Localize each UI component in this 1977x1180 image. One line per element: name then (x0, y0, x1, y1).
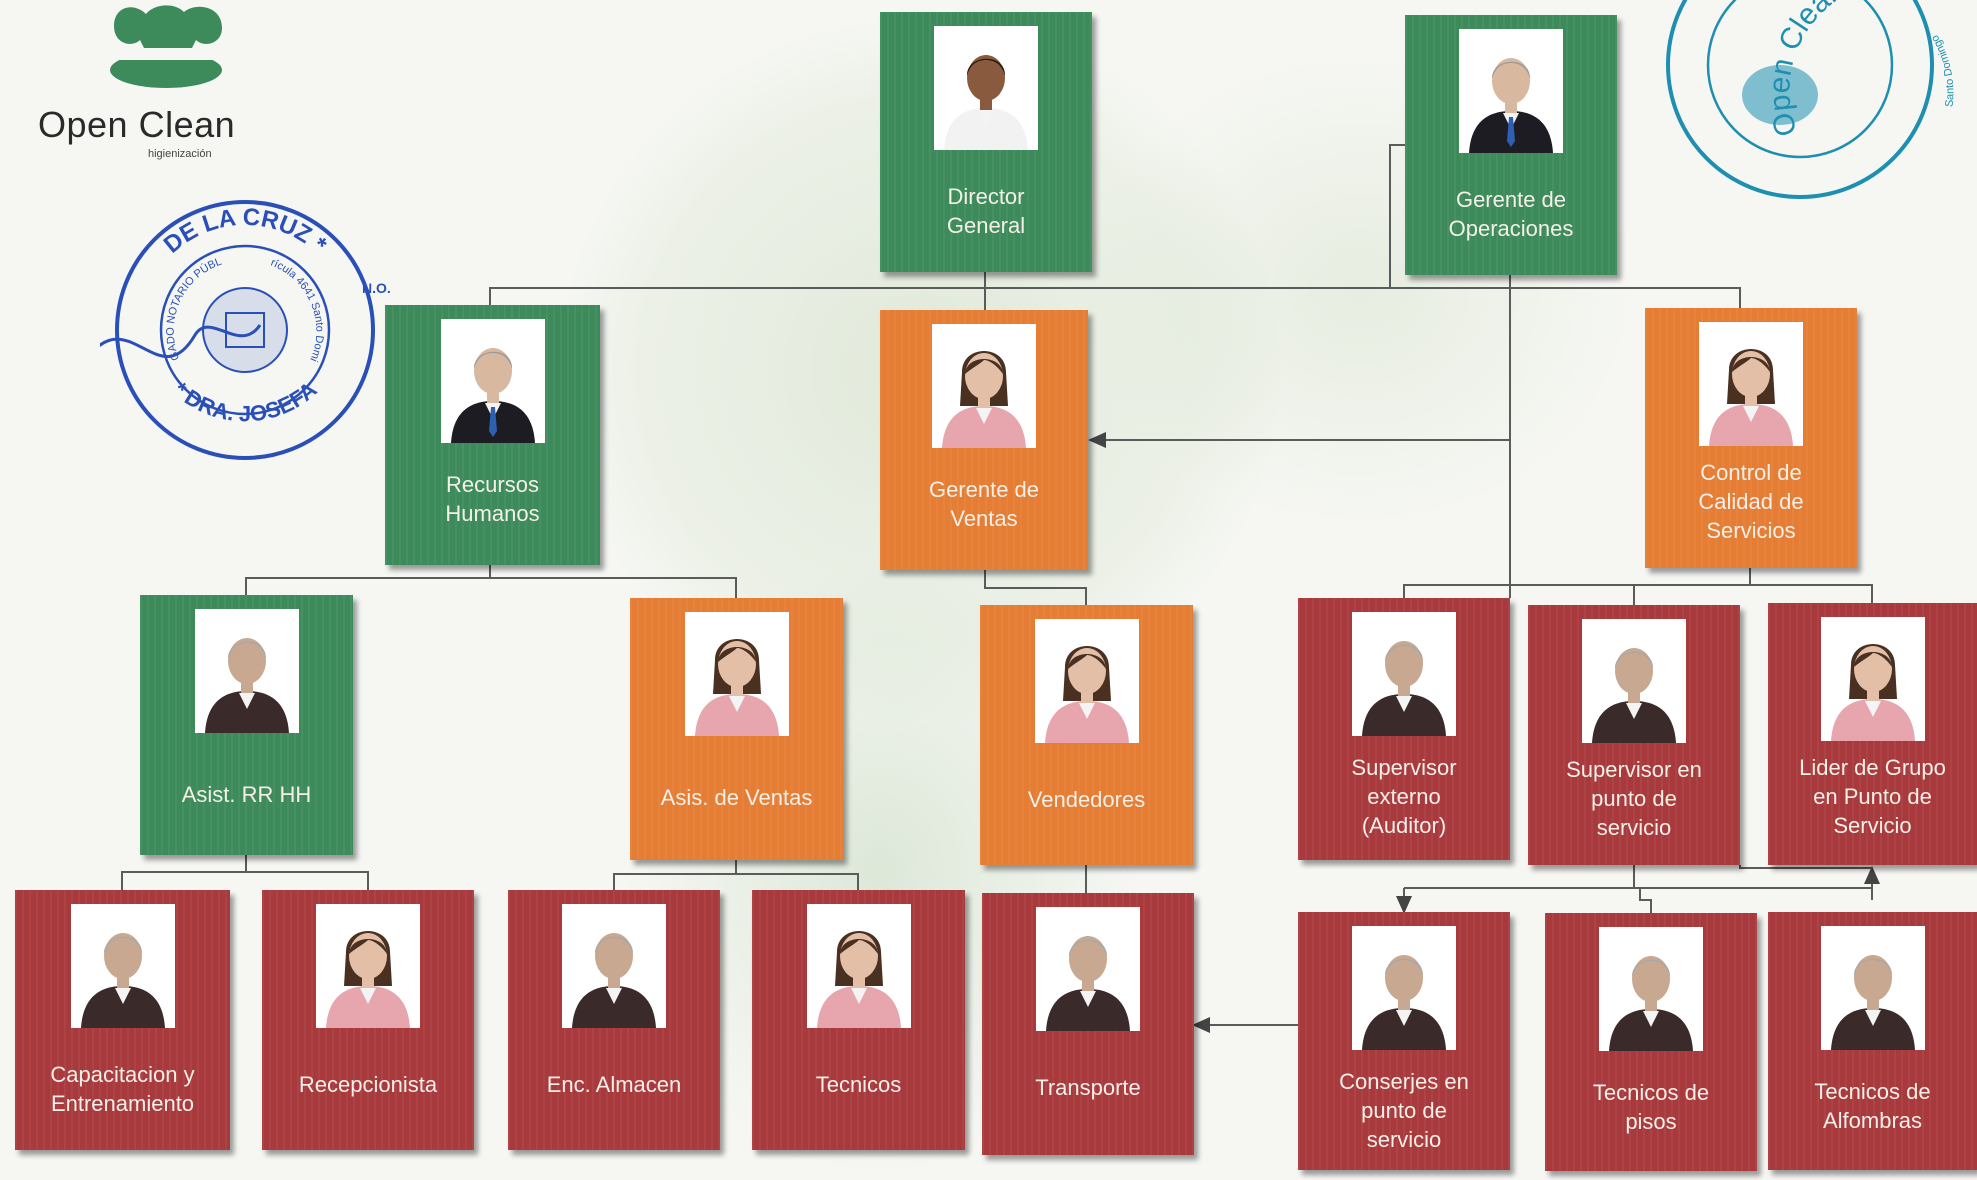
node-label: Lider de Grupo en Punto de Servicio (1799, 755, 1946, 838)
avatar-icon (70, 904, 175, 1028)
node-label: Supervisor en punto de servicio (1566, 757, 1702, 840)
node-transporte: Transporte (982, 893, 1194, 1155)
node-recepcionista: Recepcionista (262, 890, 474, 1150)
node-label: Vendedores (1027, 787, 1146, 812)
avatar-icon (1459, 29, 1563, 153)
avatar-icon (440, 319, 545, 443)
notary-seal-bottom-text: * DRA. JOSEFA (169, 376, 322, 426)
notary-seal-corner-text: N.O. (362, 280, 390, 296)
avatar-icon (1820, 617, 1925, 741)
node-enc-almacen: Enc. Almacen (508, 890, 720, 1150)
node-label: Asis. de Ventas (660, 785, 813, 810)
connector-line (1639, 888, 1652, 913)
avatar-icon (316, 904, 420, 1028)
node-label: Control de Calidad de Servicios (1698, 460, 1804, 543)
connector-line (613, 860, 737, 890)
connector-line (1750, 584, 1873, 603)
connector-line (736, 873, 859, 890)
company-seal: Open Clean Santo Domingo (1666, 0, 1956, 199)
node-label: Tecnicos de pisos (1592, 1080, 1710, 1134)
svg-text:Open Clean: Open Clean (1763, 0, 1850, 140)
connector-line (984, 570, 1087, 605)
avatar-icon (1352, 612, 1456, 736)
connector-line (1403, 568, 1751, 598)
node-supervisor-punto-servicio: Supervisor en punto de servicio (1528, 605, 1740, 865)
brand-logo (30, 0, 280, 170)
node-gerente-operaciones: Gerente de Operaciones (1405, 15, 1617, 275)
node-capacitacion: Capacitacion y Entrenamiento (15, 890, 230, 1150)
avatar-icon (1599, 927, 1703, 1051)
avatar-icon (684, 612, 789, 736)
connector-line (121, 855, 247, 890)
node-asis-ventas: Asis. de Ventas (630, 598, 843, 860)
node-vendedores: Vendedores (980, 605, 1193, 865)
brand-name: Open Clean (38, 104, 236, 145)
svg-text:* DRA. JOSEFA: * DRA. JOSEFA (169, 376, 322, 426)
connector-line (1739, 865, 1872, 869)
node-gerente-ventas: Gerente de Ventas (880, 310, 1088, 570)
node-tecnicos-pisos: Tecnicos de pisos (1545, 913, 1757, 1171)
node-conserjes: Conserjes en punto de servicio (1298, 912, 1510, 1170)
company-seal-text: Open Clean (1763, 0, 1850, 140)
node-director-general: Director General (880, 12, 1092, 272)
node-label: Gerente de Ventas (928, 477, 1040, 531)
avatar-icon (1699, 322, 1803, 446)
node-label: Tecnicos (815, 1072, 902, 1097)
node-label: Director General (946, 184, 1026, 238)
connector-line (246, 871, 369, 890)
node-label: Gerente de Operaciones (1448, 187, 1574, 241)
node-label: Conserjes en punto de servicio (1339, 1069, 1469, 1152)
node-label: Transporte (1035, 1075, 1141, 1100)
node-label: Asist. RR HH (181, 782, 312, 807)
avatar-icon (562, 904, 666, 1028)
node-tecnicos: Tecnicos (752, 890, 965, 1150)
avatar-icon (1034, 619, 1139, 743)
node-label: Supervisor externo (Auditor) (1351, 755, 1457, 838)
node-control-calidad: Control de Calidad de Servicios (1645, 308, 1857, 568)
connector-line (1088, 288, 1511, 448)
connector-line (490, 577, 737, 598)
signature-scribble (100, 324, 262, 358)
node-recursos-humanos: Recursos Humanos (385, 305, 600, 565)
avatar-icon (1352, 926, 1456, 1050)
avatar-icon (806, 904, 911, 1028)
node-label: Enc. Almacen (546, 1072, 682, 1097)
avatar-icon (1036, 907, 1140, 1031)
node-lider-grupo: Lider de Grupo en Punto de Servicio (1768, 603, 1977, 865)
node-supervisor-externo: Supervisor externo (Auditor) (1298, 598, 1510, 860)
connector-line (489, 287, 1741, 308)
connector-line (1633, 584, 1750, 605)
avatar-icon (934, 26, 1038, 150)
avatar-icon (194, 609, 299, 733)
node-label: Recepcionista (298, 1072, 438, 1097)
brand-logo-icon (110, 5, 222, 88)
avatar-icon (932, 324, 1036, 448)
connector-line (1389, 144, 1405, 288)
brand-tagline: higienización (148, 148, 212, 160)
node-asist-rrhh: Asist. RR HH (140, 595, 353, 855)
node-tecnicos-alfombras: Tecnicos de Alfombras (1768, 912, 1977, 1170)
svg-text:DE LA CRUZ *: DE LA CRUZ * (159, 204, 332, 259)
node-label: Tecnicos de Alfombras (1814, 1079, 1931, 1133)
notary-seal-top-text: DE LA CRUZ * (159, 204, 332, 259)
avatar-icon (1582, 619, 1686, 743)
node-label: Recursos Humanos (445, 472, 540, 526)
node-label: Capacitacion y Entrenamiento (50, 1062, 195, 1116)
notary-seal: DE LA CRUZ * * DRA. JOSEFA ABOGADO NOTAR… (100, 185, 390, 460)
connector-line (245, 565, 491, 595)
avatar-icon (1820, 926, 1925, 1050)
